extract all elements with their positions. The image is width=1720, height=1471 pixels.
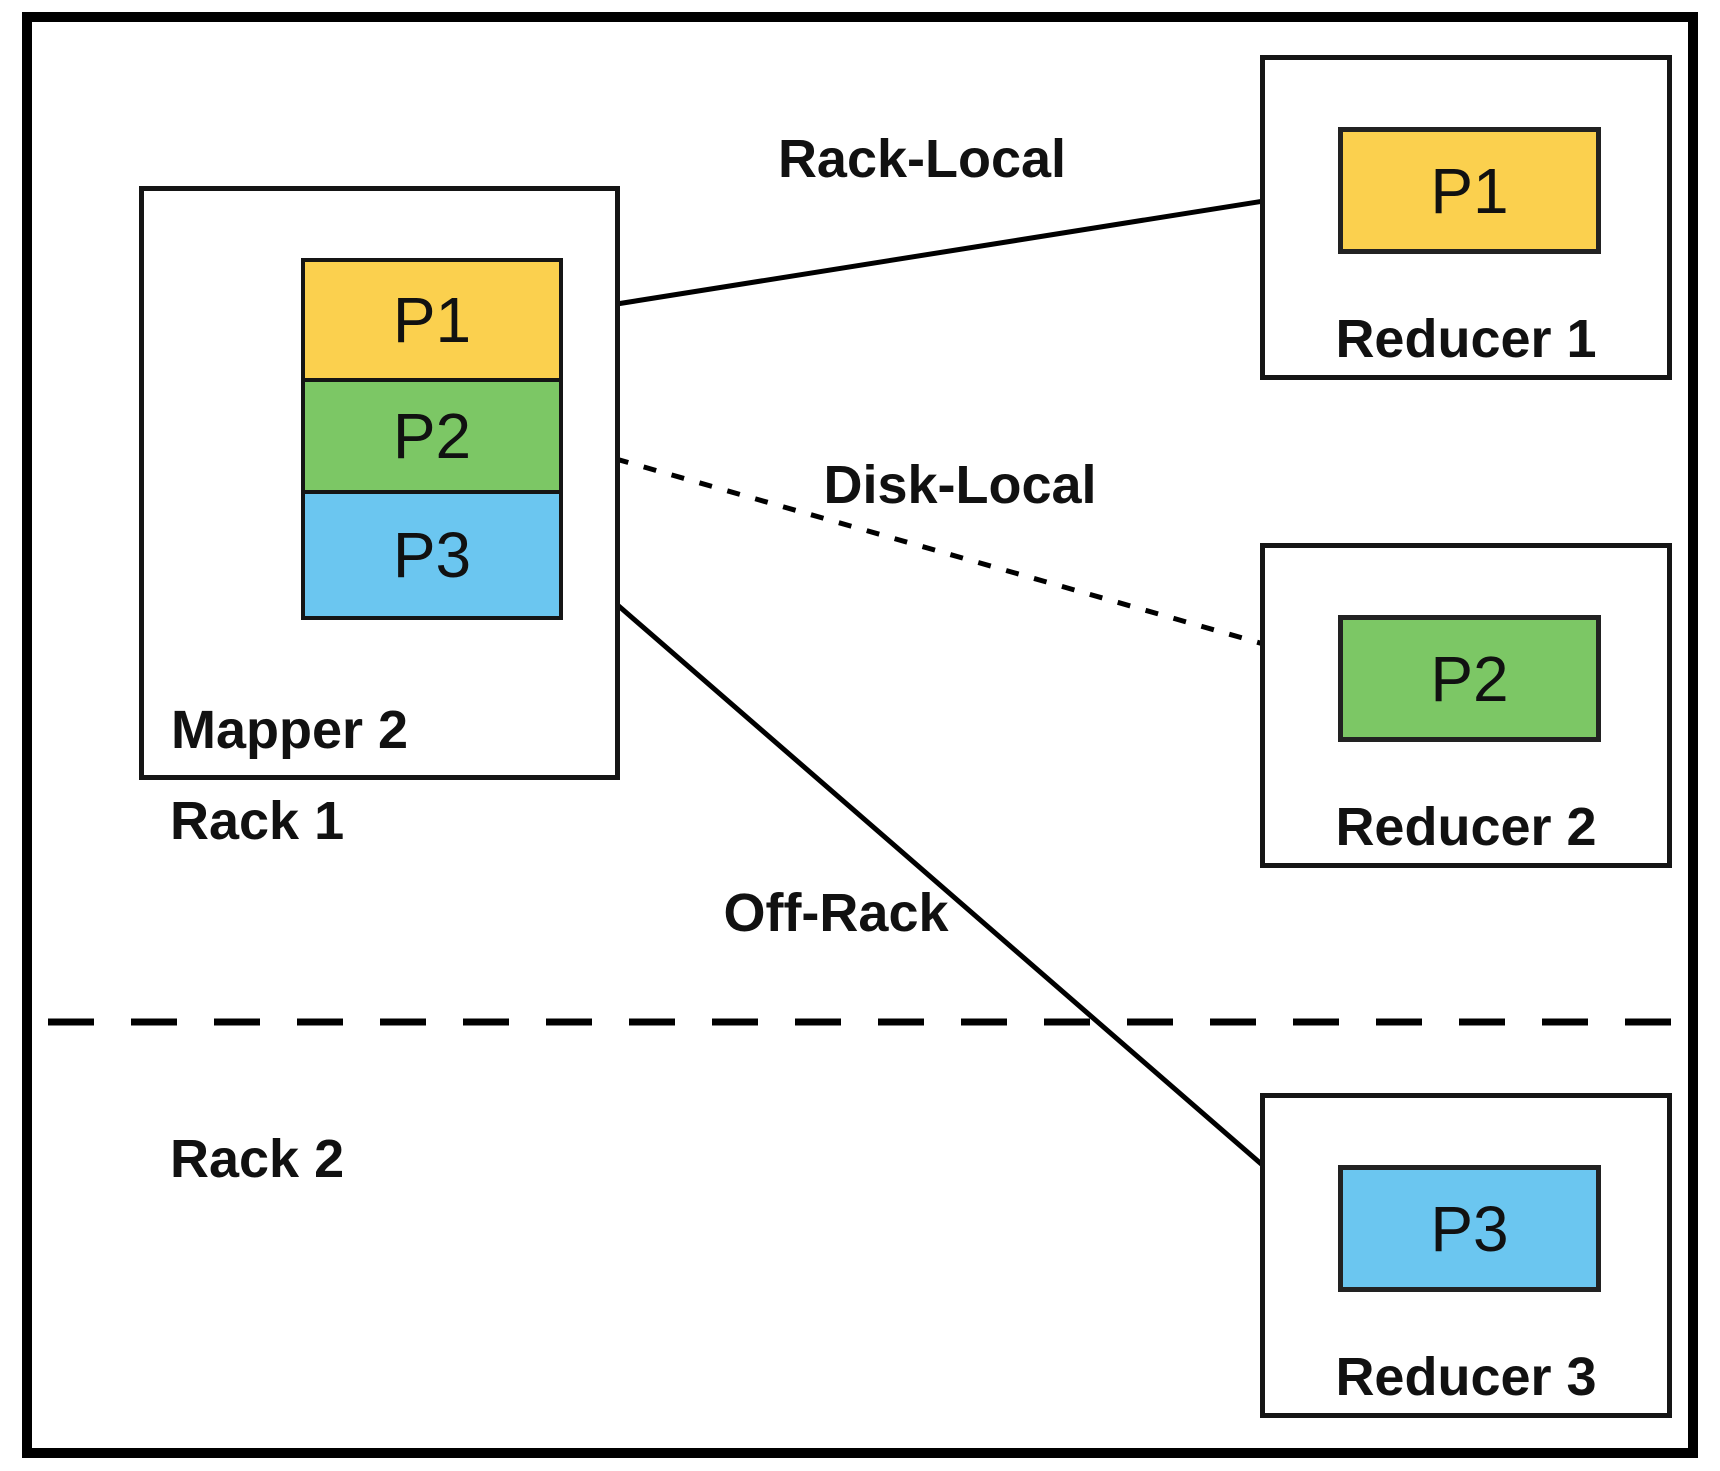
reducer-3-node: P3 Reducer 3: [1260, 1093, 1672, 1418]
mapper-node: P1 P2 P3 Mapper 2: [139, 186, 620, 780]
reducer-1-node: P1 Reducer 1: [1260, 55, 1672, 380]
mapper-partition-p2: P2: [301, 378, 563, 494]
off-rack-arrow-label: Off-Rack: [723, 883, 949, 943]
rack-1-label: Rack 1: [170, 791, 345, 851]
disk-local-arrow: [559, 440, 1338, 672]
mapper-label: Mapper 2: [171, 700, 409, 760]
reducer-3-label: Reducer 3: [1335, 1347, 1597, 1407]
rack-local-arrow-label: Rack-Local: [777, 129, 1067, 189]
reducer-3-partition: P3: [1338, 1165, 1601, 1292]
diagram-outer-frame: [22, 12, 1698, 1458]
reducer-2-partition: P2: [1338, 615, 1601, 742]
off-rack-arrow: [558, 553, 1334, 1227]
disk-local-arrow-label: Disk-Local: [823, 455, 1097, 515]
reducer-1-label: Reducer 1: [1335, 309, 1597, 369]
reducer-2-partition-label: P2: [1430, 642, 1509, 715]
reducer-2-label: Reducer 2: [1335, 797, 1597, 857]
mapper-partition-p2-label: P2: [392, 400, 472, 472]
reducer-3-partition-label: P3: [1430, 1192, 1509, 1265]
mapper-partition-p3-label: P3: [392, 519, 472, 591]
reducer-1-partition-label: P1: [1430, 154, 1509, 227]
reducer-2-node: P2 Reducer 2: [1260, 543, 1672, 868]
reducer-1-partition: P1: [1338, 127, 1601, 254]
rack-2-label: Rack 2: [170, 1129, 345, 1189]
mapper-partition-p1: P1: [301, 258, 563, 382]
mapper-partition-p1-label: P1: [392, 284, 472, 356]
rack-local-arrow: [559, 175, 1341, 316]
mapper-partition-p3: P3: [301, 490, 563, 620]
